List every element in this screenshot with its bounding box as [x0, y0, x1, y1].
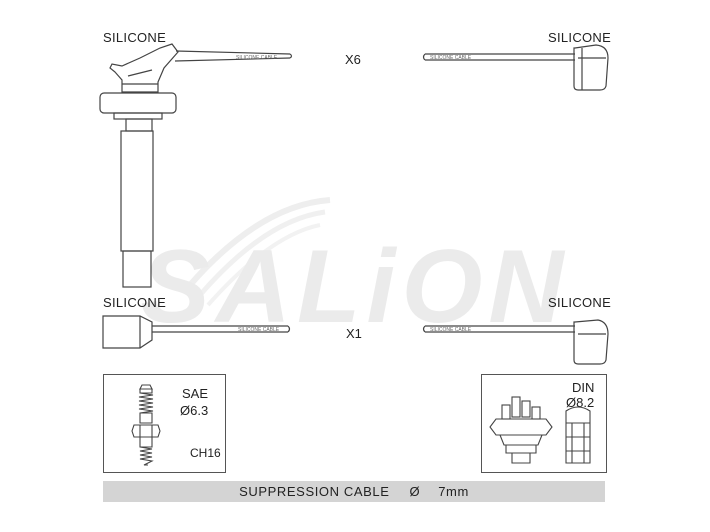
sae-terminal-box: SAE Ø6.3 CH16	[103, 374, 226, 473]
cable-print-mid-right: SILICONE CABLE	[430, 327, 472, 333]
sae-diameter: Ø6.3	[180, 403, 209, 418]
top-left-material-label: SILICONE	[103, 30, 167, 45]
diameter-symbol: Ø	[409, 484, 421, 499]
sae-title: SAE	[182, 386, 209, 401]
cable-size: 7mm	[438, 484, 469, 499]
din-title: DIN	[572, 380, 595, 395]
cable-print-top-right: SILICONE CABLE	[430, 55, 472, 61]
mid-left-boot	[102, 315, 153, 349]
top-right-plug-boot	[573, 44, 609, 91]
top-left-cable	[174, 50, 293, 62]
top-right-material-label: SILICONE	[548, 30, 612, 45]
suppression-cable-bar: SUPPRESSION CABLE Ø 7mm	[103, 481, 605, 502]
top-quantity: X6	[345, 52, 361, 67]
mid-left-material-label: SILICONE	[103, 295, 167, 310]
cable-print-mid-left: SILICONE CABLE	[238, 327, 280, 333]
cable-print-top-left: SILICONE CABLE	[236, 55, 278, 61]
spark-plug-terminal-icon	[131, 384, 161, 466]
mid-quantity: X1	[346, 326, 362, 341]
top-right-cable	[422, 53, 575, 61]
mid-right-cable	[422, 325, 575, 333]
sae-code: CH16	[190, 446, 221, 460]
coil-plug-boot	[99, 43, 179, 288]
din-diameter: Ø8.2	[566, 395, 595, 410]
mid-right-material-label: SILICONE	[548, 295, 612, 310]
din-terminal-box: DIN Ø8.2	[481, 374, 607, 473]
mid-right-plug-boot	[573, 319, 609, 365]
footer-label: SUPPRESSION CABLE	[239, 484, 390, 499]
distributor-cap-icon	[489, 396, 591, 464]
mid-left-cable	[152, 325, 291, 333]
